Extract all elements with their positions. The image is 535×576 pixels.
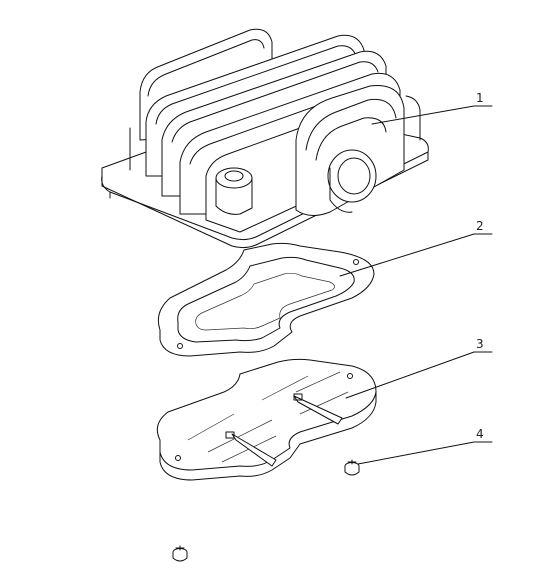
- part-4-screw: [344, 459, 360, 476]
- part-2-gasket: [157, 242, 375, 357]
- callout-4: 4: [357, 427, 493, 465]
- callout-3: 3: [345, 337, 493, 399]
- screw-loose: [172, 545, 188, 562]
- part-1-cover: [101, 28, 429, 249]
- callout-2: 2: [339, 219, 493, 277]
- callout-2-label: 2: [476, 219, 484, 233]
- callout-4-label: 4: [476, 427, 484, 441]
- callout-1-label: 1: [476, 91, 484, 105]
- callout-1: 1: [371, 91, 493, 125]
- part-3-valve-plate: [156, 358, 377, 481]
- callout-3-label: 3: [476, 337, 484, 351]
